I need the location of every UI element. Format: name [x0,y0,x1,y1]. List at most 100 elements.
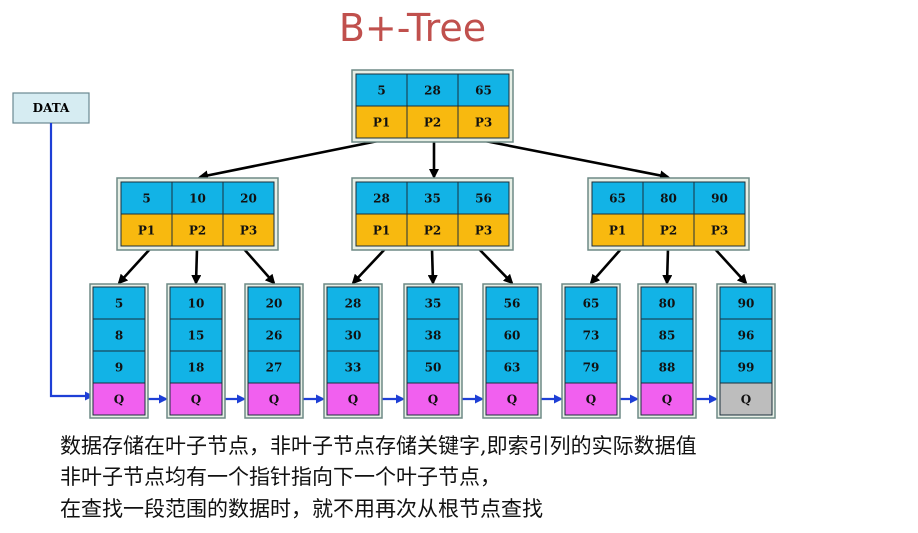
internal-node-2-key-1-label: 28 [373,192,390,206]
tree-arrows [117,139,748,404]
leaf-node-8-link-label: Q [662,393,672,407]
arrow-internal-2-to-leaf-6 [478,248,514,285]
internal-node-3-pointer-1-label: P1 [609,224,626,238]
leaf-node-8-key-3-label: 88 [659,361,676,375]
leaf-node-3-key-3-label: 27 [266,361,283,375]
leaf-node-9-key-1-cell [719,286,773,320]
internal-node-3-pointer-3-cell [693,213,746,247]
leaf-node-8: 80 85 88Q [637,283,697,419]
leaf-node-1-key-2-label: 8 [115,329,123,343]
leaf-node-2-key-3-cell [169,350,223,384]
leaf-node-7-key-3-label: 79 [583,361,600,375]
leaf-node-8-key-2-cell [640,318,694,352]
leaf-node-5-link-cell [406,382,460,416]
leaf-node-9-link-cell [719,382,773,416]
root-node-pointer-1-label: P1 [373,116,390,130]
leaf-node-4-key-3-label: 33 [345,361,362,375]
diagram-title: B+-Tree [338,6,487,50]
leaf-node-3: 20 26 27Q [244,283,304,419]
root-node-key-1-label: 5 [377,84,385,98]
leaf-node-6: 56 60 63Q [482,283,542,419]
internal-node-1-key-2-label: 10 [189,192,206,206]
internal-node-3-key-2-label: 80 [660,192,677,206]
internal-node-3-key-2-cell [642,181,695,215]
leaf-node-9-key-1-label: 90 [738,297,755,311]
root-node-key-3-label: 65 [475,84,492,98]
leaf-node-3-key-1-cell [247,286,301,320]
internal-node-1-key-3-label: 20 [240,192,257,206]
leaf-node-3-key-2-label: 26 [266,329,283,343]
internal-node-2-key-3-label: 56 [475,192,492,206]
arrow-internal-1-to-leaf-1 [117,248,151,285]
root-node-pointer-3-label: P3 [475,116,492,130]
internal-node-1-pointer-3-cell [222,213,275,247]
caption-line-3: 在查找一段范围的数据时，就不用再次从根节点查找 [60,497,543,521]
internal-node-2-pointer-3-cell [457,213,510,247]
leaf-node-9-key-2-cell [719,318,773,352]
leaf-node-6-key-3-label: 63 [504,361,521,375]
leaf-node-7-key-3-cell [564,350,618,384]
internal-node-2-pointer-3-label: P3 [475,224,492,238]
leaf-node-1-link-cell [92,382,146,416]
leaf-node-9-key-2-label: 96 [738,329,755,343]
internal-node-3-key-3-label: 90 [711,192,728,206]
arrow-internal-3-to-leaf-9 [714,248,748,285]
leaf-node-8-key-2-label: 85 [659,329,676,343]
arrow-internal-1-to-leaf-2 [191,248,202,285]
leaf-node-8-key-1-label: 80 [659,297,676,311]
internal-node-1-pointer-3-label: P3 [240,224,257,238]
leaf-node-5-link-label: Q [428,393,438,407]
leaf-node-1-key-3-cell [92,350,146,384]
leaf-node-4-key-2-label: 30 [345,329,362,343]
internal-node-2-pointer-2-label: P2 [424,224,441,238]
root-node-key-2-cell [406,73,459,107]
leaf-node-3-key-3-cell [247,350,301,384]
arrow-root-to-internal-1 [198,139,379,181]
leaf-node-7-link-cell [564,382,618,416]
leaf-node-2-key-1-cell [169,286,223,320]
leaf-node-2-link-label: Q [191,393,201,407]
internal-node-1-pointer-2-label: P2 [189,224,206,238]
caption-line-1: 数据存储在叶子节点，非叶子节点存储关键字,即索引列的实际数据值 [60,434,697,458]
leaf-node-2-key-1-label: 10 [188,297,205,311]
data-entry: DATA [12,92,94,401]
internal-node-3-key-1-label: 65 [609,192,626,206]
leaf-node-1-key-2-cell [92,318,146,352]
internal-node-2-key-3-cell [457,181,510,215]
leaf-node-6-key-2-label: 60 [504,329,521,343]
leaf-node-5-key-1-label: 35 [425,297,442,311]
leaf-node-3-link-label: Q [269,393,279,407]
internal-node-3-key-3-cell [693,181,746,215]
arrow-internal-2-to-leaf-5 [427,248,438,285]
leaf-node-6-link-label: Q [507,393,517,407]
internal-node-2-pointer-1-label: P1 [373,224,390,238]
leaf-node-3-key-1-label: 20 [266,297,283,311]
leaf-node-7-link-label: Q [586,393,596,407]
internal-node-1-key-2-cell [171,181,224,215]
leaf-node-5-key-1-cell [406,286,460,320]
leaf-node-3-link-cell [247,382,301,416]
leaf-node-5-key-3-label: 50 [425,361,442,375]
leaf-node-1-key-1-label: 5 [115,297,123,311]
internal-node-3-pointer-3-label: P3 [711,224,728,238]
leaf-node-6-key-3-cell [485,350,539,384]
arrow-internal-3-to-leaf-7 [589,248,622,285]
leaf-node-6-link-cell [485,382,539,416]
leaf-node-4-key-3-cell [326,350,380,384]
internal-node-2-key-2-label: 35 [424,192,441,206]
leaf-node-5-key-2-label: 38 [425,329,442,343]
leaf-node-9-key-3-cell [719,350,773,384]
root-node-pointer-3-cell [457,105,510,139]
leaf-node-6-key-1-label: 56 [504,297,521,311]
caption-line-2: 非叶子节点均有一个指针指向下一个叶子节点， [60,465,501,489]
internal-node-3-pointer-2-label: P2 [660,224,677,238]
leaf-node-7-key-1-cell [564,286,618,320]
